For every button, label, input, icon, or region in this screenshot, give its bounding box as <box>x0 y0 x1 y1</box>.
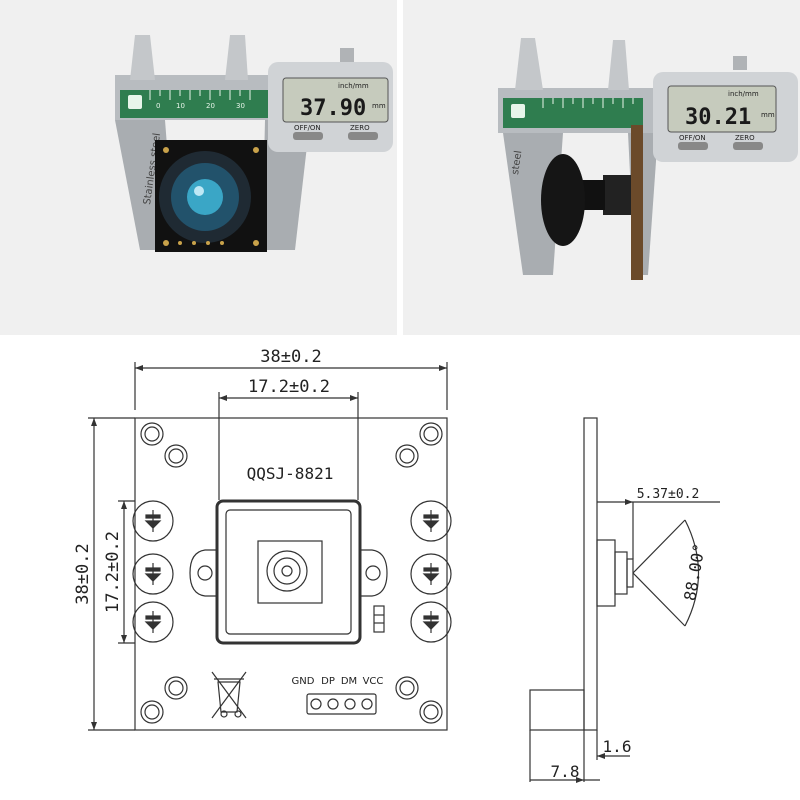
height-dimension: 38±0.2 <box>73 543 93 604</box>
off-on-label: OFF/ON <box>679 134 706 142</box>
image-sensor <box>257 540 323 604</box>
thumb-wheel-icon <box>340 48 354 62</box>
scale-tick-0: 0 <box>156 102 160 110</box>
caliper-upper-jaw-right <box>608 40 629 90</box>
zero-button <box>348 132 378 140</box>
lcd-unit-label: inch/mm <box>728 90 759 98</box>
off-on-button <box>678 142 708 150</box>
thumb-wheel-icon <box>733 56 747 70</box>
lcd-reading: 37.90 <box>300 96 366 121</box>
pin-pad-gnd <box>310 698 322 710</box>
lcd-mm-label: mm <box>372 102 386 110</box>
pin-pad-dp <box>327 698 339 710</box>
technical-drawing: 38±0.2 17.2±0.2 QQSJ-8821 38±0.2 17.2±0.… <box>73 347 720 783</box>
zero-label: ZERO <box>350 124 370 132</box>
caliper-upper-jaw-left <box>515 38 543 90</box>
lcd-mm-label: mm <box>761 111 775 119</box>
lens-protrusion-dimension: 5.37±0.2 <box>637 487 700 502</box>
caliper-upper-jaw-left <box>130 35 155 80</box>
connector-depth-dimension: 7.8 <box>551 762 580 781</box>
side-view-board <box>583 417 598 731</box>
width-dimension: 38±0.2 <box>260 347 321 367</box>
weee-bin-icon <box>211 671 247 719</box>
ir-led-right-2 <box>410 553 452 595</box>
ir-led-left-1 <box>132 500 174 542</box>
board-thickness-dimension: 1.6 <box>603 737 632 756</box>
off-on-label: OFF/ON <box>294 124 321 132</box>
pin-label-dm: DM <box>341 676 357 687</box>
lens-mount <box>215 499 362 645</box>
mount-hole-bottom-left <box>140 700 164 724</box>
ir-led-right-1 <box>410 500 452 542</box>
fov-angle-dimension: 88.00° <box>680 542 709 602</box>
jaw-engraving: steel <box>510 150 524 176</box>
caliper-scale <box>120 90 270 118</box>
zero-button <box>733 142 763 150</box>
ir-led-left-3 <box>132 601 174 643</box>
mount-hole-bottom-right <box>419 700 443 724</box>
pin-label-dp: DP <box>321 676 335 687</box>
mount-hole-top-left <box>140 422 164 446</box>
zero-label: ZERO <box>735 134 755 142</box>
scale-tick-20: 20 <box>206 102 215 110</box>
camera-lens <box>541 154 585 246</box>
photo-side-caliper: steel inch/mm 30.21 mm OFF/ON ZERO <box>403 0 800 335</box>
model-label: QQSJ-8821 <box>247 464 334 483</box>
mount-hole-top-right <box>419 422 443 446</box>
lens-mount-ear-left <box>189 549 217 597</box>
side-view-lens-holder <box>596 539 616 607</box>
caliper-lower-jaw-right <box>262 120 310 250</box>
caliper-upper-jaw-right <box>225 35 248 80</box>
lens-mount-ear-right <box>360 549 388 597</box>
pin-pad-dm <box>344 698 356 710</box>
lcd-unit-label: inch/mm <box>338 82 369 90</box>
pin-label-vcc: VCC <box>363 676 384 687</box>
photo-front-caliper: 0 10 20 30 Stainless steel inch/mm 37.90… <box>0 0 397 335</box>
hole-spacing-horizontal: 17.2±0.2 <box>248 377 330 397</box>
camera-board-edge <box>631 125 643 280</box>
hole-spacing-vertical: 17.2±0.2 <box>103 531 123 613</box>
ir-led-left-2 <box>132 553 174 595</box>
pin-label-gnd: GND <box>292 676 315 687</box>
ir-led-right-3 <box>410 601 452 643</box>
lens-center-icon <box>266 550 308 592</box>
brand-logo-icon <box>128 95 142 109</box>
pin-pad-vcc <box>361 698 373 710</box>
lcd-reading: 30.21 <box>685 105 751 130</box>
off-on-button <box>293 132 323 140</box>
side-view-connector <box>529 689 585 731</box>
lens-holder <box>603 175 631 215</box>
brand-logo-icon <box>511 104 525 118</box>
scale-tick-30: 30 <box>236 102 245 110</box>
lcd-display <box>282 77 389 123</box>
scale-tick-10: 10 <box>176 102 185 110</box>
lcd-display <box>667 85 777 133</box>
